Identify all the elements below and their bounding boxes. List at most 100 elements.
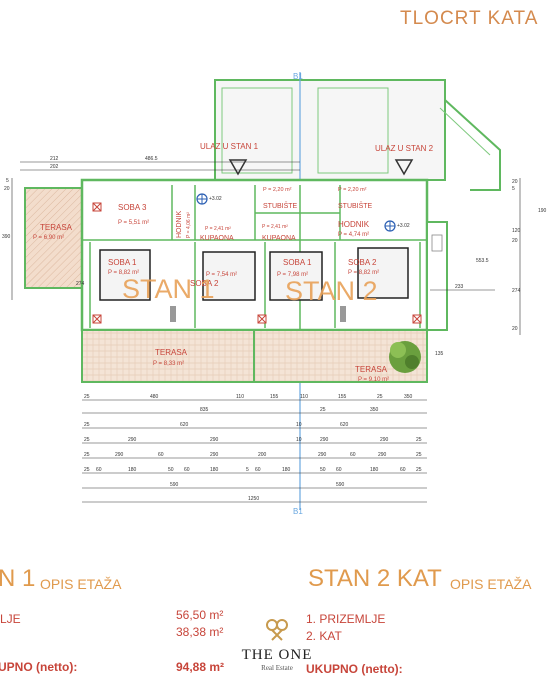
bdim-r1-7: 350 — [404, 394, 413, 400]
stan1-row-1-label: LJE — [0, 612, 21, 626]
bdim-r1-5: 155 — [338, 394, 347, 400]
stan1-row-2-value: 38,38 m² — [176, 625, 224, 639]
stan2-row-2-label: 2. KAT — [306, 629, 342, 643]
bdim-r4-5: 290 — [380, 437, 389, 443]
bdim-r6-10: 60 — [336, 467, 342, 473]
entrance-block — [214, 79, 501, 191]
level-marker-2-icon — [384, 220, 396, 232]
bdim-r6-11: 180 — [370, 467, 379, 473]
room-area-terasa-right: P = 9,10 m² — [358, 377, 389, 383]
bdim-r1-6: 25 — [377, 394, 383, 400]
stan2-total-label: UKUPNO (netto): — [306, 662, 403, 676]
bdim-r3-0: 25 — [84, 422, 90, 428]
tree-icon — [389, 341, 421, 373]
bdim-r5-2: 60 — [158, 452, 164, 458]
right-dim-6: 274 — [512, 288, 521, 294]
right-dimension-lines — [430, 178, 521, 335]
level-text-2: +3.02 — [397, 223, 410, 229]
entrance-arrow-2-icon — [394, 159, 414, 176]
axis-label-top: B1 — [293, 72, 303, 81]
room-area-soba2-left: P = 7,54 m² — [206, 272, 237, 278]
bdim-r1-1: 480 — [150, 394, 159, 400]
bdim-r6-3: 50 — [168, 467, 174, 473]
bdim-r6-2: 180 — [128, 467, 137, 473]
columns — [170, 306, 346, 322]
bdim-r3-3: 620 — [340, 422, 349, 428]
room-name-hodnik1: HODNIK — [176, 210, 183, 238]
company-logo: THE ONE Real Estate — [232, 618, 322, 672]
room-name-soba3: SOBA 3 — [118, 203, 147, 212]
stan1-title: N 1 — [0, 565, 36, 592]
bdim-r5-0: 25 — [84, 452, 90, 458]
bdim-r5-3: 290 — [210, 452, 219, 458]
bdim-total: 1250 — [248, 496, 259, 502]
level-marker-1-icon — [196, 193, 208, 205]
bdim-r1-3: 155 — [270, 394, 279, 400]
right-dim-7: 135 — [435, 351, 444, 357]
beds — [99, 247, 409, 301]
bdim-r5-6: 60 — [350, 452, 356, 458]
right-dim-3: 190 — [538, 208, 547, 214]
stan1-opis: OPIS ETAŽA — [40, 576, 122, 592]
room-name-kupaona1: KUPAONA — [200, 235, 234, 242]
logo-subtitle: Real Estate — [261, 664, 293, 672]
bdim-r1-0: 25 — [84, 394, 90, 400]
axis-label-bottom: B1 — [293, 507, 303, 516]
bdim-r6-4: 60 — [184, 467, 190, 473]
bdim-r7-0: 590 — [170, 482, 179, 488]
room-name-stubiste1: STUBIŠTE — [263, 201, 298, 210]
stan1-row-1-value: 56,50 m² — [176, 608, 224, 622]
bottom-dimension-labels: 25 480 110 155 110 155 25 350 835 25 350… — [84, 394, 422, 502]
logo-text: THE ONE — [241, 647, 313, 663]
bdim-r6-7: 60 — [255, 467, 261, 473]
right-dim-4: 120 — [512, 228, 521, 234]
bdim-r5-8: 25 — [416, 452, 422, 458]
bdim-r4-4: 290 — [320, 437, 329, 443]
right-dim-2: 5 — [512, 186, 515, 192]
bdim-r6-8: 180 — [282, 467, 291, 473]
room-area-soba1-left: P = 8,82 m² — [108, 270, 139, 276]
bdim-r4-0: 25 — [84, 437, 90, 443]
bdim-r1-4: 110 — [300, 394, 308, 400]
bdim-r6-1: 60 — [96, 467, 102, 473]
room-name-hodnik2: HODNIK — [338, 220, 370, 229]
right-dim-9: 553.5 — [476, 258, 489, 264]
bdim-r4-1: 290 — [128, 437, 137, 443]
room-name-soba1-right: SOBA 1 — [283, 258, 312, 267]
room-name-soba1-left: SOBA 1 — [108, 258, 137, 267]
room-area-stubiste1: P = 2,20 m² — [263, 187, 292, 193]
room-area-kupaona1: P = 2,41 m² — [205, 226, 231, 232]
room-area-soba1-right: P = 7,98 m² — [277, 272, 308, 278]
bdim-r7-1: 590 — [336, 482, 345, 488]
bdim-r4-3: 10 — [296, 437, 302, 443]
stan2-label: STAN 2 — [285, 276, 378, 306]
bdim-r4-2: 290 — [210, 437, 219, 443]
room-name-terasa-right: TERASA — [355, 365, 388, 374]
bdim-r6-9: 50 — [320, 467, 326, 473]
right-dim-10: 233 — [455, 284, 464, 290]
room-area-hodnik2: P = 4,74 m² — [338, 232, 369, 238]
bdim-r3-1: 620 — [180, 422, 189, 428]
room-area-soba3: P = 5,51 m² — [118, 220, 149, 226]
bdim-r3-2: 10 — [296, 422, 302, 428]
entrance-arrow-1-icon — [228, 159, 248, 176]
room-name-terasa-left: TERASA — [40, 223, 73, 232]
bdim-r1-2: 110 — [236, 394, 244, 400]
room-area-terasa-left: P = 6,90 m² — [33, 235, 64, 241]
bdim-r6-13: 25 — [416, 467, 422, 473]
bdim-r6-12: 60 — [400, 467, 406, 473]
level-text-1: +3.02 — [209, 196, 222, 202]
stan2-title: STAN 2 KAT — [308, 565, 442, 592]
terrace-left — [24, 187, 83, 289]
bdim-r2-0: 835 — [200, 407, 209, 413]
room-area-stubiste2: P = 2,20 m² — [338, 187, 367, 193]
bdim-r2-1: 25 — [320, 407, 326, 413]
entrance-label-2: ULAZ U STAN 2 — [375, 144, 434, 153]
bdim-r5-1: 290 — [115, 452, 124, 458]
room-area-hodnik1: P = 4,06 m² — [186, 212, 192, 238]
left-dim-4: 274 — [76, 281, 85, 287]
vent-icons — [92, 202, 422, 324]
stan2-row-1-label: 1. PRIZEMLJE — [306, 612, 386, 626]
top-dimension-lines — [20, 161, 300, 171]
bottom-dimension-lines — [82, 399, 427, 503]
